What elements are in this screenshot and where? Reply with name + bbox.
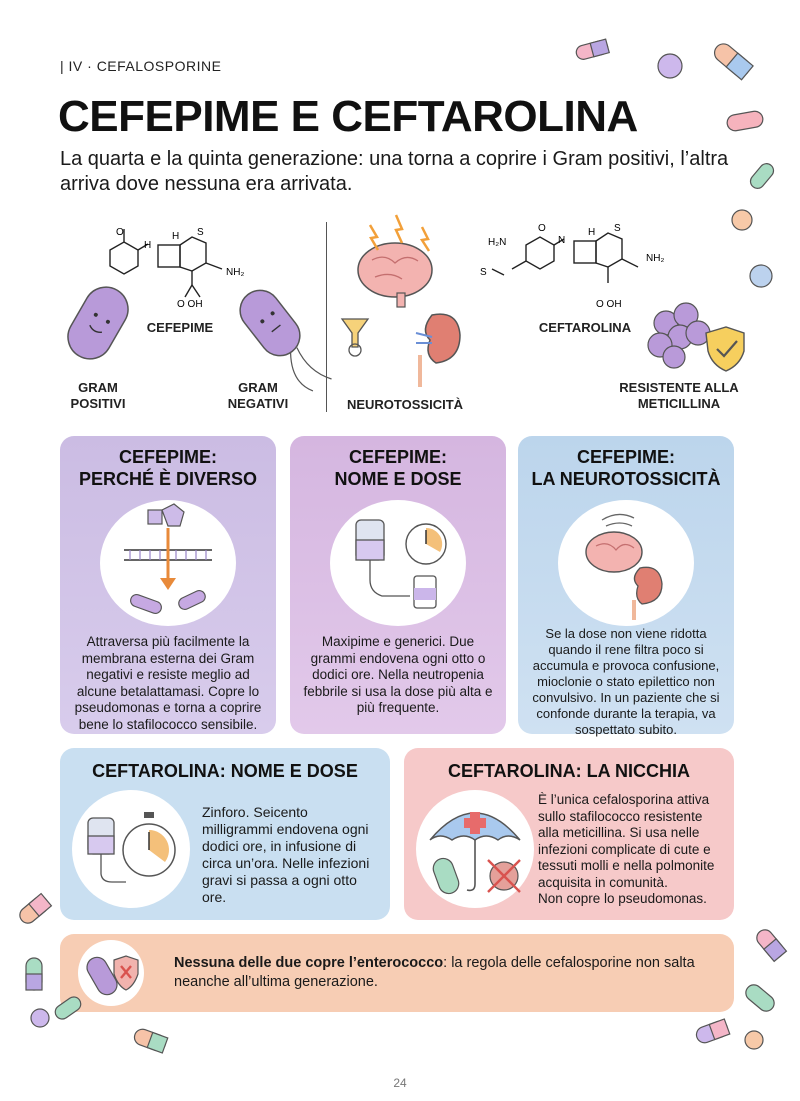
svg-text:NH₂: NH₂ <box>226 267 244 278</box>
svg-text:S: S <box>197 227 204 238</box>
card-illustration-circle <box>100 500 236 626</box>
card-body: Zinforo. Seicento milligrammi endovena o… <box>202 804 370 905</box>
mrsa-label: RESISTENTE ALLA METICILLINA <box>619 380 739 411</box>
membrane-penetration-icon <box>124 503 212 614</box>
card-title: CEFTAROLINA: LA NICCHIA <box>448 761 690 781</box>
ceftarolina-label: CEFTAROLINA <box>538 320 632 335</box>
page-subtitle: La quarta e la quinta generazione: una t… <box>60 148 729 195</box>
iv-bag-clock-icon <box>355 519 447 609</box>
pills-decoration-top <box>575 38 775 288</box>
card-title: CEFEPIME: PERCHÉ È DIVERSO <box>78 447 258 489</box>
kidney-filter-icon <box>340 313 461 387</box>
ceftarolina-structure <box>491 232 639 283</box>
cefepime-structure <box>109 229 223 298</box>
bacterium-shield-icon <box>86 955 139 996</box>
card-title: CEFEPIME: LA NEUROTOSSICITÀ <box>531 447 721 489</box>
umbrella-bacteria-icon <box>429 812 521 895</box>
pills-decoration-left <box>19 892 82 1028</box>
card-illustration-circle <box>330 500 466 626</box>
svg-text:H: H <box>172 231 179 242</box>
gram-positive-bacterium <box>67 286 129 360</box>
brain-icon <box>357 214 433 308</box>
card-illustration-circle <box>416 790 534 908</box>
svg-text:S: S <box>614 223 621 234</box>
note-illustration-circle <box>78 940 144 1006</box>
cefepime-label: CEFEPIME <box>146 320 214 335</box>
note-rest: : la regola delle cefalosporine non salt… <box>174 955 695 990</box>
card-illustration-circle <box>72 790 190 908</box>
mrsa-shield-icon <box>647 302 745 372</box>
note-bold: Nessuna delle due copre l’enterococco <box>174 955 444 971</box>
card-body: Maxipime e generici. Due grammi endovena… <box>303 634 493 715</box>
overview-divider <box>326 222 327 412</box>
svg-text:NH₂: NH₂ <box>646 253 664 264</box>
gram-negative-bacterium <box>239 289 332 392</box>
svg-text:O: O <box>116 227 124 238</box>
card-body: Attraversa più facilmente la membrana es… <box>74 634 262 732</box>
overview-illustration: O H H S NH₂ O OH <box>67 214 745 392</box>
svg-text:O OH: O OH <box>177 299 203 310</box>
brain-kidney-icon <box>585 513 663 620</box>
svg-text:O: O <box>538 223 546 234</box>
gram-negative-label: GRAM NEGATIVI <box>227 380 289 411</box>
card-cefepime-name-dose: CEFEPIME: NOME E DOSE Maxipime e generic… <box>290 436 506 734</box>
card-illustration-circle <box>558 500 694 626</box>
card-ceftarolina-niche: CEFTAROLINA: LA NICCHIA È l’unica cefalo… <box>404 748 734 920</box>
card-title: CEFEPIME: NOME E DOSE <box>334 447 462 489</box>
section-tag: | IV · CEFALOSPORINE <box>60 58 222 74</box>
page-number: 24 <box>393 1076 407 1090</box>
card-body: È l’unica cefalosporina attiva sullo sta… <box>538 792 715 906</box>
card-ceftarolina-name-dose: CEFTAROLINA: NOME E DOSE Zinforo. Seicen… <box>60 748 390 920</box>
note-text: Nessuna delle due copre l’enterococco: l… <box>174 954 714 992</box>
pills-decoration-bottom-left <box>133 1028 169 1054</box>
svg-text:N: N <box>558 235 565 246</box>
card-cefepime-neurotoxicity: CEFEPIME: LA NEUROTOSSICITÀ Se la dose n… <box>518 436 734 737</box>
neurotoxicity-label: NEUROTOSSICITÀ <box>346 397 464 412</box>
svg-text:H₂N: H₂N <box>488 237 506 248</box>
pills-decoration-right <box>695 929 788 1050</box>
card-body: Se la dose non viene ridotta quando il r… <box>532 626 720 737</box>
gram-positive-label: GRAM POSITIVI <box>70 380 126 411</box>
enterococcus-note: Nessuna delle due copre l’enterococco: l… <box>60 934 734 1012</box>
svg-text:S: S <box>480 267 487 278</box>
card-title: CEFTAROLINA: NOME E DOSE <box>92 761 358 781</box>
svg-text:H: H <box>144 240 151 251</box>
svg-text:H: H <box>588 227 595 238</box>
page-title: CEFEPIME E CEFTAROLINA <box>58 92 638 141</box>
iv-bag-stopwatch-icon <box>87 812 176 883</box>
card-cefepime-difference: CEFEPIME: PERCHÉ È DIVERSO Attraversa pi… <box>60 436 276 734</box>
svg-text:O OH: O OH <box>596 299 622 310</box>
